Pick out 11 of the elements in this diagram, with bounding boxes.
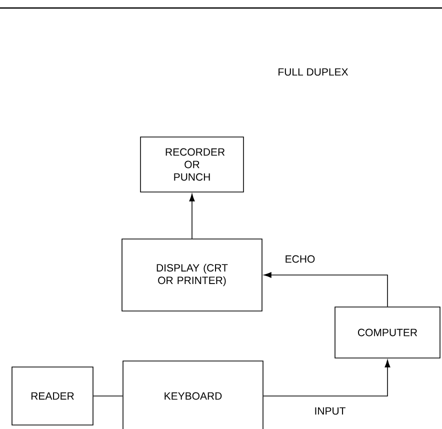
block-box: KEYBOARD — [122, 360, 264, 429]
block-box: COMPUTER — [334, 306, 440, 358]
arrow — [264, 272, 388, 307]
heading: FULL DUPLEX — [278, 68, 348, 76]
block-box: RECORDER OR PUNCH — [140, 136, 244, 192]
arrow — [263, 360, 390, 396]
block-box: READER — [12, 366, 94, 426]
block-box: DISPLAY (CRT OR PRINTER) — [122, 238, 262, 312]
edge-label: INPUT — [313, 406, 347, 416]
arrow — [189, 194, 195, 239]
edge-label: ECHO — [284, 254, 316, 264]
